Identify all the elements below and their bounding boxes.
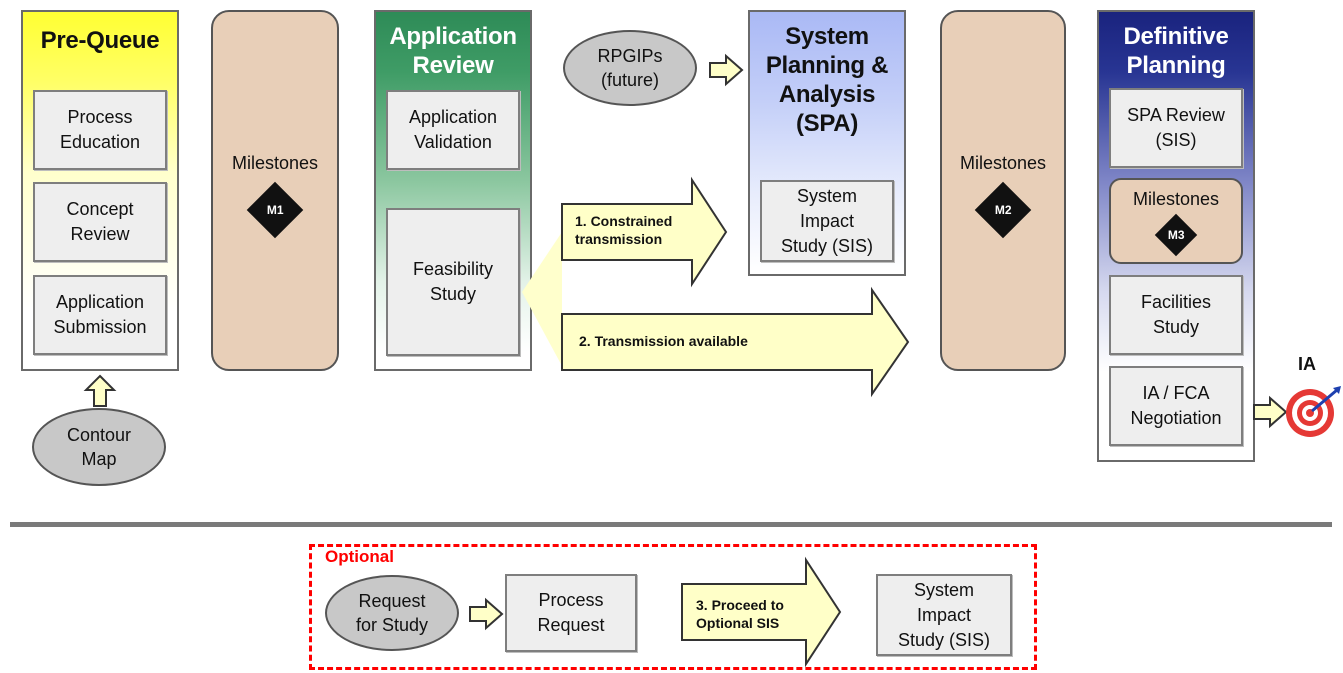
milestone-m1-marker: M1 (266, 202, 284, 217)
milestone-m1-bar: Milestones M1 (211, 10, 339, 371)
feasibility-fan (522, 232, 562, 366)
milestone-m3-label: Milestones (1132, 189, 1220, 209)
request-for-study-oval: Request for Study (325, 575, 459, 651)
target-icon (1286, 386, 1341, 437)
optional-sis-box: System Impact Study (SIS) (876, 574, 1012, 656)
application-submission-box: Application Submission (33, 275, 167, 355)
contour-map-oval: Contour Map (32, 408, 166, 486)
section-divider (10, 522, 1332, 527)
milestone-m2-marker: M2 (994, 202, 1012, 217)
ia-label: IA (1298, 354, 1316, 374)
milestone-m2-label: Milestones (959, 152, 1047, 173)
milestone-m3-diamond-icon: M3 (1154, 213, 1198, 257)
pre-queue-title: Pre-Queue (40, 27, 160, 54)
request-right-arrow (469, 597, 504, 631)
facilities-study-box: Facilities Study (1109, 275, 1243, 355)
arrow-constrained-label: 1. Constrained transmission (575, 213, 673, 247)
feasibility-study-box: Feasibility Study (386, 208, 520, 356)
spa-title: System Planning & Analysis (SPA) (765, 23, 889, 137)
rpgips-oval: RPGIPs (future) (563, 30, 697, 106)
process-education-box: Process Education (33, 90, 167, 170)
spa-sis-box: System Impact Study (SIS) (760, 180, 894, 262)
contour-up-arrow (83, 374, 117, 407)
arrow-constrained-transmission (561, 176, 728, 288)
arrow-available-label: 2. Transmission available (579, 333, 748, 349)
process-request-box: Process Request (505, 574, 637, 652)
concept-review-box: Concept Review (33, 182, 167, 262)
application-validation-box: Application Validation (386, 90, 520, 170)
arrow-transmission-available (561, 286, 910, 398)
milestone-m2-bar: Milestones M2 (940, 10, 1066, 371)
spa-review-box: SPA Review (SIS) (1109, 88, 1243, 168)
rpgips-right-arrow (709, 53, 744, 87)
arrow-proceed-label: 3. Proceed to Optional SIS (696, 597, 784, 631)
milestone-m1-label: Milestones (231, 152, 319, 173)
application-review-title: Application Review (389, 23, 517, 79)
optional-section-frame (309, 544, 1037, 670)
milestone-m3-marker: M3 (1167, 227, 1185, 242)
milestone-m1-diamond-icon: M1 (246, 181, 304, 238)
milestone-m2-diamond-icon: M2 (974, 181, 1032, 238)
arrow-proceed-optional (681, 556, 842, 668)
ia-fca-negotiation-box: IA / FCA Negotiation (1109, 366, 1243, 446)
milestone-m3-box: Milestones M3 (1109, 178, 1243, 264)
definitive-planning-title: Definitive Planning (1123, 23, 1229, 79)
ia-right-arrow (1253, 395, 1288, 429)
optional-label: Optional (322, 547, 397, 567)
